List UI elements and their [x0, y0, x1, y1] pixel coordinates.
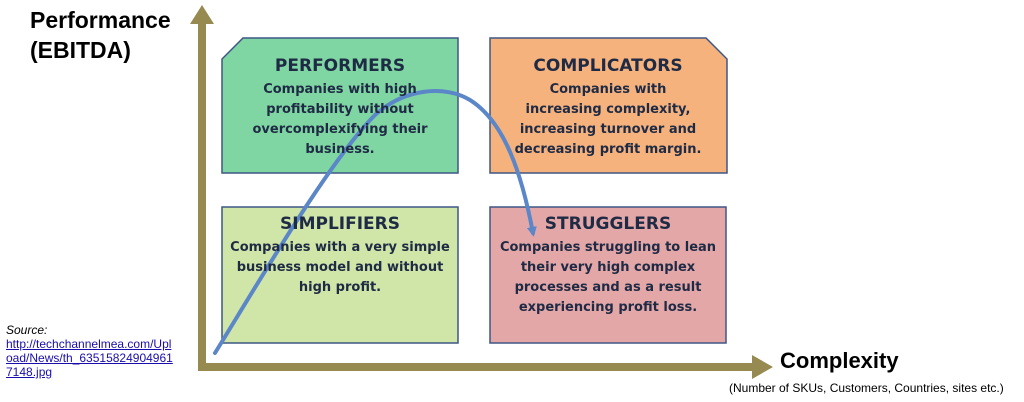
- complicators-title: COMPLICATORS: [533, 56, 683, 76]
- y-axis-title: Performance (EBITDA): [30, 7, 171, 63]
- x-axis-arrowhead: [752, 355, 773, 379]
- y-axis-arrowhead: [190, 5, 214, 24]
- simplifiers-description: Companies with a very simple business mo…: [230, 240, 450, 295]
- complicators-description: Companies with increasing complexity, in…: [514, 82, 702, 157]
- source-link[interactable]: http://techchannelmea.com/Upload/News/th…: [6, 337, 173, 379]
- simplifiers-title: SIMPLIFIERS: [280, 214, 400, 234]
- source-label: Source:: [6, 323, 48, 337]
- performers-title: PERFORMERS: [274, 56, 406, 76]
- lifecycle-curve: [213, 89, 537, 355]
- performers-text: PERFORMERS Companies with high profitabi…: [222, 56, 458, 160]
- x-axis-title: Complexity: [780, 348, 899, 373]
- complicators-text: COMPLICATORS Companies with increasing c…: [490, 56, 726, 160]
- strugglers-text: STRUGGLERS Companies struggling to lean …: [490, 214, 726, 318]
- complicators-box: [489, 37, 728, 174]
- source-note: Source: http://techchannelmea.com/Upload…: [6, 323, 176, 379]
- performers-description: Companies with high profitability withou…: [252, 82, 428, 157]
- simplifiers-text: SIMPLIFIERS Companies with a very simple…: [222, 214, 458, 298]
- strugglers-description: Companies struggling to lean their very …: [499, 240, 717, 315]
- x-axis-subtitle: (Number of SKUs, Customers, Countries, s…: [729, 381, 1004, 395]
- performers-box: [221, 37, 459, 174]
- strugglers-title: STRUGGLERS: [544, 214, 672, 234]
